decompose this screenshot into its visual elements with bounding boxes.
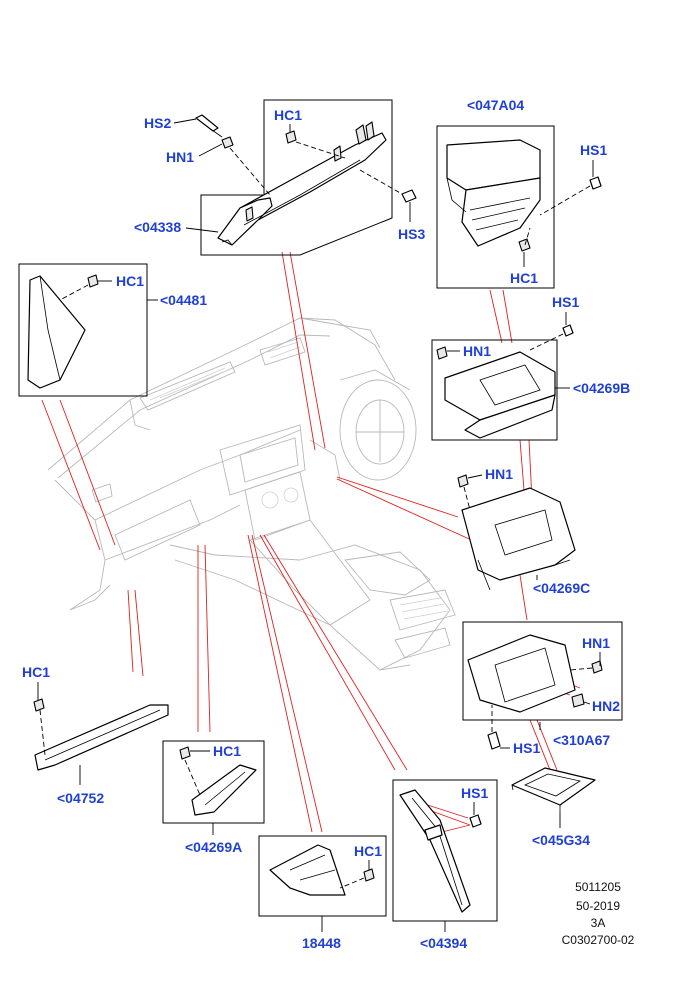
- part-310a67-illustration: [467, 634, 603, 750]
- hs3-screw: [401, 189, 417, 203]
- label-hc1-b: HC1: [116, 273, 144, 289]
- footer-line2: 50-2019: [576, 899, 620, 913]
- part-04481-illustration: [27, 274, 99, 389]
- label-04269b: <04269B: [573, 380, 630, 396]
- label-04269c: <04269C: [533, 580, 590, 596]
- label-hn2: HN2: [592, 698, 620, 714]
- part-04269a-illustration: [179, 746, 257, 816]
- label-leaders: [37, 118, 601, 932]
- footer-line4: C0302700-02: [562, 933, 635, 947]
- part-047a04-illustration: [446, 139, 602, 252]
- hn1-nut-b: [436, 346, 448, 360]
- label-hc1-g: HC1: [354, 843, 382, 859]
- footer-line1: 5011205: [575, 880, 621, 894]
- label-045g34: <045G34: [532, 832, 590, 848]
- part-18448-illustration: [269, 844, 375, 896]
- label-hn1-c: HN1: [485, 466, 513, 482]
- label-hc1-f: HC1: [213, 743, 241, 759]
- box-310a67: [462, 621, 623, 721]
- hs2-screw: [195, 114, 219, 132]
- label-hs3: HS3: [398, 226, 425, 242]
- part-04394-illustration: [399, 789, 482, 913]
- label-hs1-b: HS1: [552, 294, 579, 310]
- box-04481: [18, 263, 148, 397]
- hs1-screw-b: [562, 324, 574, 337]
- box-04269b: [431, 339, 558, 441]
- label-04394: <04394: [420, 935, 467, 951]
- hn1-nut: [221, 136, 234, 149]
- dashboard-illustration: [47, 317, 456, 671]
- label-hs1-h: HS1: [461, 785, 488, 801]
- hc1-clip-b: [87, 274, 99, 288]
- box-18448: [258, 835, 387, 917]
- label-hc1-top: HC1: [274, 107, 302, 123]
- label-04481: <04481: [160, 292, 207, 308]
- label-hs1-a: HS1: [580, 142, 607, 158]
- part-04269c-illustration: [457, 474, 576, 591]
- label-18448: 18448: [302, 935, 341, 951]
- label-hn1-top: HN1: [166, 149, 194, 165]
- label-047a04: <047A04: [467, 97, 524, 113]
- hc1-clip-f: [179, 746, 191, 760]
- part-04269b-illustration: [436, 324, 574, 439]
- hc1-clip-e: [33, 698, 45, 712]
- label-04269a: <04269A: [185, 839, 242, 855]
- label-04752: <04752: [57, 790, 104, 806]
- label-hs2: HS2: [144, 115, 171, 131]
- hc1-clip-g: [363, 868, 375, 882]
- hn1-nut-d: [591, 660, 603, 674]
- hs1-screw-a: [589, 176, 602, 190]
- label-04338: <04338: [134, 219, 181, 235]
- hn1-nut-c: [457, 474, 469, 488]
- label-hs1-d: HS1: [513, 740, 540, 756]
- box-04338: [200, 99, 393, 256]
- hn2-nut: [571, 693, 585, 708]
- label-hc1-a: HC1: [510, 270, 538, 286]
- box-04269a: [162, 740, 265, 824]
- part-04752-illustration: [33, 698, 169, 771]
- hc1-clip-a: [518, 238, 531, 252]
- part-045g34-illustration: [511, 767, 596, 812]
- hc1-clip-top: [285, 130, 297, 144]
- label-310a67: <310A67: [553, 732, 610, 748]
- part-labels: HS2 HN1 HC1 <04338 HS3 <047A04 HS1 HC1 H…: [22, 97, 630, 951]
- label-hn1-b: HN1: [463, 343, 491, 359]
- part-04338-illustration: [195, 114, 417, 246]
- label-hn1-d: HN1: [582, 635, 610, 651]
- hs1-screw-h: [469, 814, 482, 828]
- reference-footer: 5011205 50-2019 3A C0302700-02: [562, 880, 635, 947]
- hs1-screw-d: [487, 731, 501, 750]
- label-hc1-e: HC1: [22, 664, 50, 680]
- footer-line3: 3A: [591, 916, 606, 930]
